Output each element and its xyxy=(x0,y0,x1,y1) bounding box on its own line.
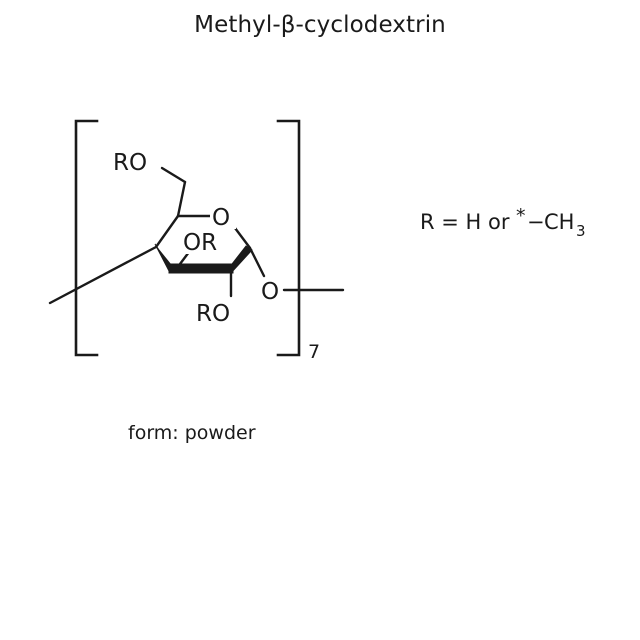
bond-c1-glycosidic xyxy=(248,246,266,278)
ring-oxygen-label-backdrop xyxy=(210,203,236,229)
r-group-legend: R = H or * − CH 3 xyxy=(420,205,586,240)
legend-r-group-subscript-3: 3 xyxy=(576,222,586,240)
label-c2-alkoxy-RO: RO xyxy=(196,301,230,327)
label-ring-oxygen-O: O xyxy=(212,205,230,231)
repeat-bracket-right xyxy=(276,119,301,357)
bond-left-open-valence xyxy=(48,245,158,305)
label-repeat-subscript-7: 7 xyxy=(308,341,320,363)
form-property-line: form: powder xyxy=(128,422,256,444)
legend-r-group-CH: CH xyxy=(544,210,574,234)
label-c3-alkoxy-OR: OR xyxy=(183,230,217,256)
legend-r-prefix: R = H or xyxy=(420,210,510,234)
bond-primary-hydroxymethyl-arm xyxy=(160,166,187,218)
legend-r-bond-dash: − xyxy=(527,210,545,234)
label-primary-alkoxy-RO: RO xyxy=(113,150,147,176)
ring-bonds-bold-front xyxy=(154,243,253,274)
repeat-bracket-left xyxy=(74,119,99,357)
legend-r-asterisk: * xyxy=(516,205,526,227)
label-glycosidic-oxygen-O: O xyxy=(261,279,279,305)
page-title: Methyl-β-cyclodextrin xyxy=(194,12,446,38)
c3-alkoxy-label-backdrop xyxy=(182,228,230,254)
